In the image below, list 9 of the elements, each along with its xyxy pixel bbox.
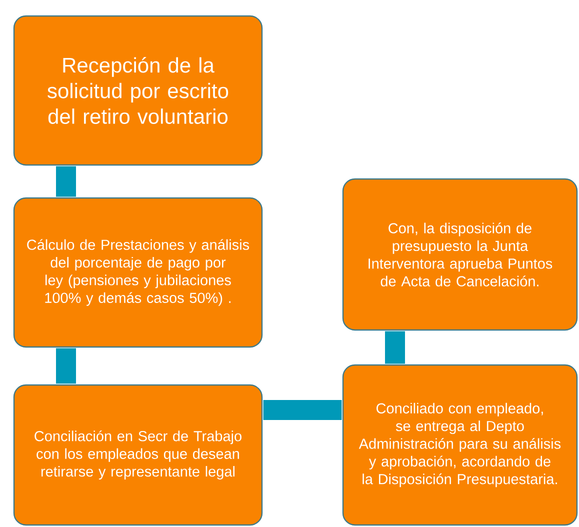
process-box: Con, la disposición de presupuesto la Junta Interventora aprueba Puntos de Acta de Cancelación. [342,178,578,331]
connector [263,400,342,420]
process-box: Conciliación en Secr de Trabajo con los empleados que desean retirarse y representante legal [13,384,263,526]
connector [56,166,76,197]
process-box: Recepción de la solicitud por escrito del retiro voluntario [13,15,263,166]
connector [56,348,76,384]
process-box: Cálculo de Prestaciones y análisis del porcentaje de pago por ley (pensiones y jubilaciones 100% y demás casos 50%) . [13,197,263,348]
process-box: Conciliado con empleado, se entrega al Depto Administración para su análisis y aprobación, acordando de la Disposición Presupuestaria. [342,364,578,526]
connector [385,331,405,364]
